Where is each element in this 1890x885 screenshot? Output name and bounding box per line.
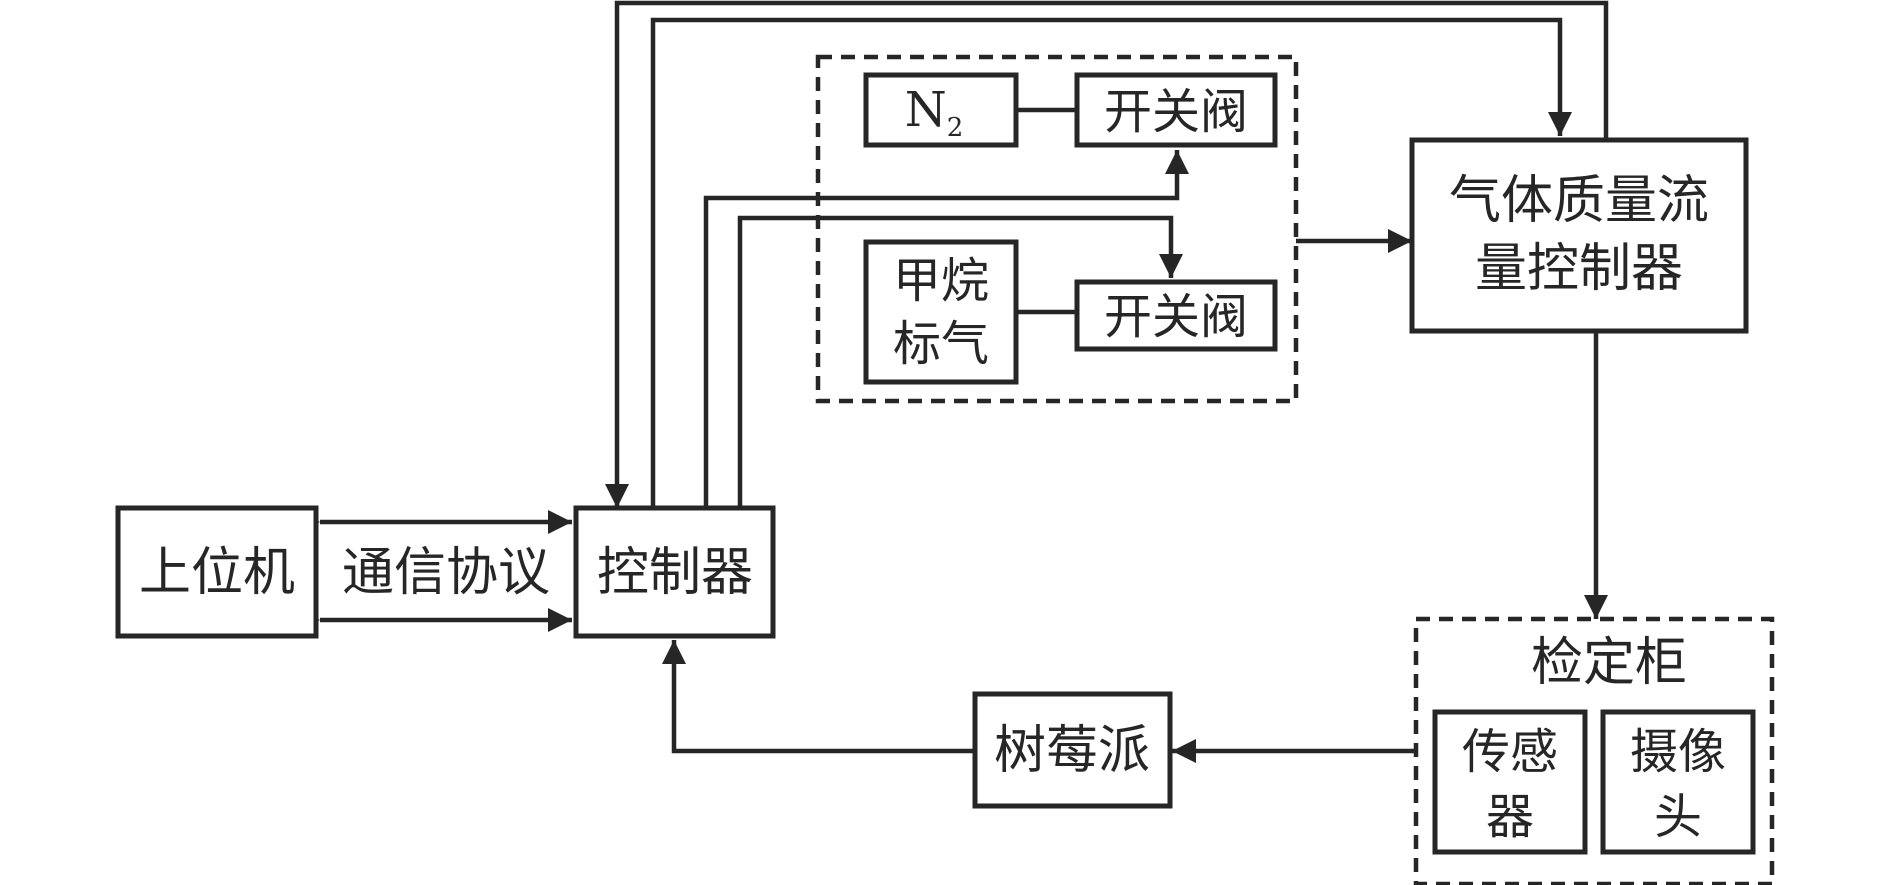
sensor-block: 传感 器 bbox=[1432, 709, 1588, 855]
mfc-to-controller-line bbox=[605, 0, 1609, 508]
camera-label-line1: 摄像 bbox=[1630, 724, 1726, 780]
sensor-label-line2: 器 bbox=[1486, 789, 1534, 845]
valve-bottom-label: 开关阀 bbox=[1104, 289, 1248, 345]
sensor-label-line1: 传感 bbox=[1462, 724, 1558, 780]
n2-block: N2 bbox=[863, 72, 1019, 148]
raspberry-pi-block: 树莓派 bbox=[972, 691, 1173, 809]
methane-label-line2: 标气 bbox=[893, 316, 989, 372]
upper-computer-block: 上位机 bbox=[115, 505, 319, 639]
valve-bottom-block: 开关阀 bbox=[1074, 279, 1278, 352]
mfc-label-line1: 气体质量流 bbox=[1449, 171, 1709, 231]
controller-to-valve-top-line bbox=[703, 150, 1189, 508]
protocol-label-bg bbox=[326, 543, 566, 601]
pi-to-controller-line bbox=[662, 640, 975, 754]
valve-top-label: 开关阀 bbox=[1104, 84, 1248, 140]
protocol-label: 通信协议 bbox=[342, 543, 550, 603]
camera-label-line2: 头 bbox=[1654, 789, 1702, 845]
upper-computer-label: 上位机 bbox=[139, 543, 295, 603]
controller-to-valve-bottom-line bbox=[737, 215, 1183, 508]
n2-label: N2 bbox=[905, 82, 964, 143]
mfc-label-line2: 量控制器 bbox=[1475, 239, 1683, 299]
controller-label: 控制器 bbox=[597, 543, 753, 603]
mfc-block: 气体质量流 量控制器 bbox=[1409, 137, 1749, 334]
controller-to-mfc-line bbox=[650, 17, 1572, 508]
methane-label-line1: 甲烷 bbox=[893, 253, 989, 309]
camera-block: 摄像 头 bbox=[1600, 709, 1756, 855]
valve-top-block: 开关阀 bbox=[1074, 72, 1278, 148]
gas-source-group bbox=[815, 54, 1299, 404]
connections bbox=[296, 0, 1609, 763]
raspberry-pi-label: 树莓派 bbox=[994, 721, 1150, 781]
methane-block: 甲烷 标气 bbox=[863, 239, 1019, 385]
cabinet-label: 检定柜 bbox=[1531, 633, 1687, 693]
controller-block: 控制器 bbox=[573, 505, 776, 639]
